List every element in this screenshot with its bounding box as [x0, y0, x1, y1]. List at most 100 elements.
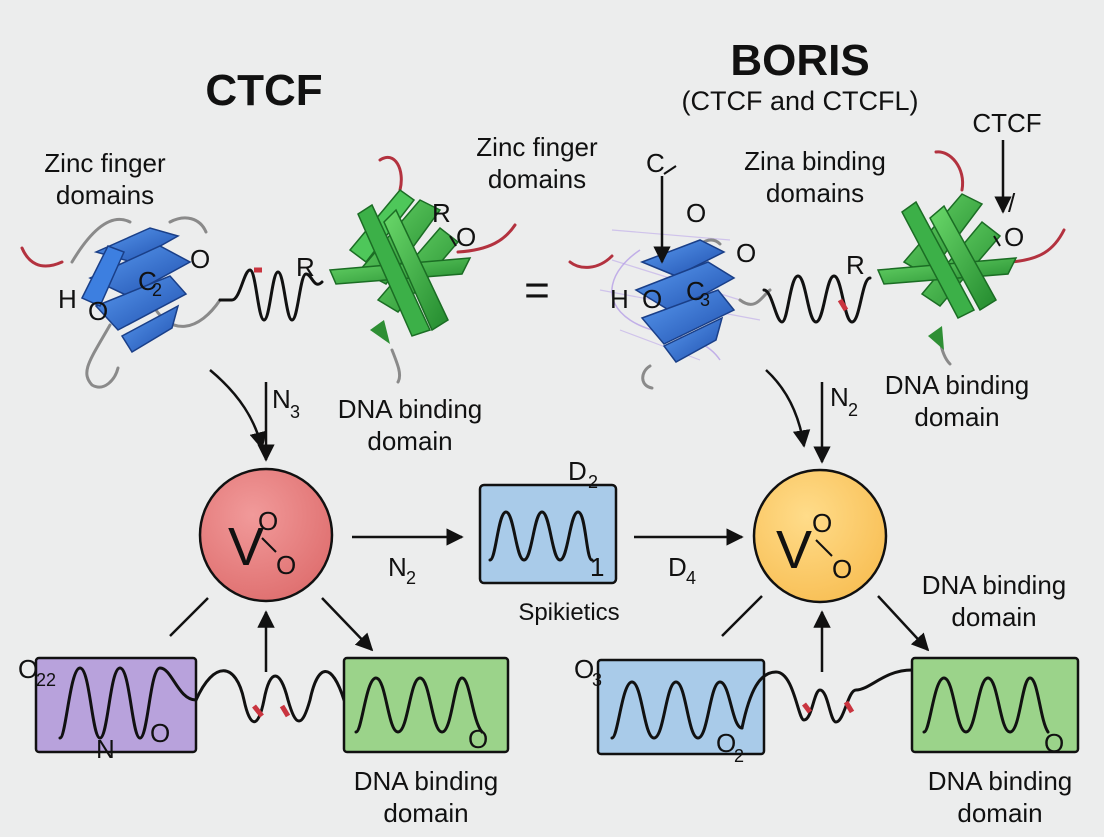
middle-box-d: D [568, 456, 587, 486]
right-down-arrow [877, 595, 930, 652]
right-circle-o-top: O [812, 508, 832, 538]
left-connect-red-1 [252, 704, 264, 718]
left-zinc-label-line1: Zinc finger [44, 148, 166, 178]
left-purple-wave [58, 666, 198, 740]
right-struct-h: H [610, 284, 629, 314]
right-green-wave [922, 676, 1050, 734]
equals-sign: = [524, 266, 550, 315]
right-green-box [910, 656, 1080, 754]
right-struct-o-mid: O [736, 238, 756, 268]
right-dna-label-line1: DNA binding [885, 370, 1030, 400]
right-n2-sub: 2 [848, 400, 858, 420]
left-n3-sub: 3 [290, 402, 300, 422]
right-blue-o: O [574, 654, 594, 684]
right-yellow-circle [752, 468, 888, 604]
left-bottom-dna-line1: DNA binding [354, 766, 499, 796]
right-dna-label-line2: domain [914, 402, 999, 432]
right-circle-bond [815, 539, 833, 557]
right-struct-r: R [846, 250, 865, 280]
left-circle-v: V [228, 517, 264, 577]
left-red-circle [198, 467, 334, 603]
right-connect-red-2 [843, 700, 855, 714]
left-dna-label-line1: DNA binding [338, 394, 483, 424]
boris-title: BORIS [730, 36, 869, 85]
right-lower-left-line [721, 595, 763, 637]
left-purple-o2: O [150, 718, 170, 748]
middle-zinc-label-line2: domains [488, 164, 586, 194]
left-green-o: O [468, 724, 488, 754]
left-struct-r2: R [432, 198, 451, 228]
left-zinc-label-line2: domains [56, 180, 154, 210]
left-purple-n: N [96, 734, 115, 764]
right-n2-label: N [830, 382, 849, 412]
middle-blue-box [478, 483, 618, 585]
left-purple-box [34, 656, 198, 754]
right-zina-label-line1: Zina binding [744, 146, 886, 176]
right-struct-c: C [646, 148, 665, 178]
mid-d4-label: D [668, 552, 687, 582]
left-circle-o-bottom: O [276, 550, 296, 580]
left-struct-c-sub: 2 [152, 280, 162, 300]
boris-subtitle: (CTCF and CTCFL) [681, 86, 918, 116]
right-blue-o2-sub: 2 [734, 746, 744, 766]
right-circle-o-bottom: O [832, 554, 852, 584]
right-upper-wave [762, 274, 872, 324]
left-purple-o-sub: 22 [36, 670, 56, 690]
left-dna-label-line2: domain [367, 426, 452, 456]
right-curved-arrow [765, 369, 811, 448]
middle-box-wave [488, 510, 594, 562]
left-lower-left-line [169, 597, 209, 637]
left-struct-c: C [138, 266, 157, 296]
left-down-arrow [321, 597, 374, 652]
right-blue-box [596, 658, 766, 756]
right-struct-c3-sub: 3 [700, 290, 710, 310]
middle-box-d-sub: 2 [588, 472, 598, 492]
left-struct-bond [449, 235, 457, 247]
right-bottom-dna-line1: DNA binding [928, 766, 1073, 796]
right-circle-v: V [776, 520, 812, 580]
left-upper-wave [218, 268, 324, 322]
right-blue-o2: O [716, 728, 736, 758]
right-blue-o-sub: 3 [592, 670, 602, 690]
mid-d4-sub: 4 [686, 568, 696, 588]
right-green-protein [876, 150, 1066, 366]
middle-caption: Spikietics [518, 599, 619, 626]
right-side-dna-line2: domain [951, 602, 1036, 632]
right-struct-c3: C [686, 276, 705, 306]
left-curved-arrow [209, 369, 267, 450]
right-ctcf-label: CTCF [972, 108, 1041, 138]
left-struct-o3: O [456, 222, 476, 252]
left-struct-o2: O [88, 296, 108, 326]
right-struct-slash: / [1008, 188, 1016, 218]
left-connect-red-2 [279, 704, 291, 718]
left-green-protein [328, 156, 517, 384]
left-n3-label: N [272, 384, 291, 414]
right-connect-wave [740, 668, 914, 730]
mid-n2-sub: 2 [406, 568, 416, 588]
left-struct-h: H [58, 284, 77, 314]
right-struct-o3: O [1004, 222, 1024, 252]
right-struct-o2: O [642, 284, 662, 314]
left-circle-bond [261, 537, 277, 553]
middle-zinc-label-line1: Zinc finger [476, 132, 598, 162]
left-blue-protein [20, 216, 222, 389]
right-zina-label-line2: domains [766, 178, 864, 208]
right-struct-c-bond [663, 165, 677, 175]
left-connect-wave [194, 669, 346, 724]
right-side-dna-line1: DNA binding [922, 570, 1067, 600]
left-struct-o: O [190, 244, 210, 274]
right-struct-o: O [686, 198, 706, 228]
right-bottom-dna-line2: domain [957, 798, 1042, 828]
right-blue-protein [568, 229, 772, 390]
right-green-o: O [1044, 728, 1064, 758]
right-blue-wave [610, 680, 744, 740]
middle-box-1: 1 [590, 552, 604, 582]
right-connect-red-1 [802, 702, 812, 714]
left-circle-o-top: O [258, 506, 278, 536]
left-bottom-dna-line2: domain [383, 798, 468, 828]
left-struct-r: R [296, 252, 315, 282]
left-purple-o: O [18, 654, 38, 684]
mid-n2-label: N [388, 552, 407, 582]
